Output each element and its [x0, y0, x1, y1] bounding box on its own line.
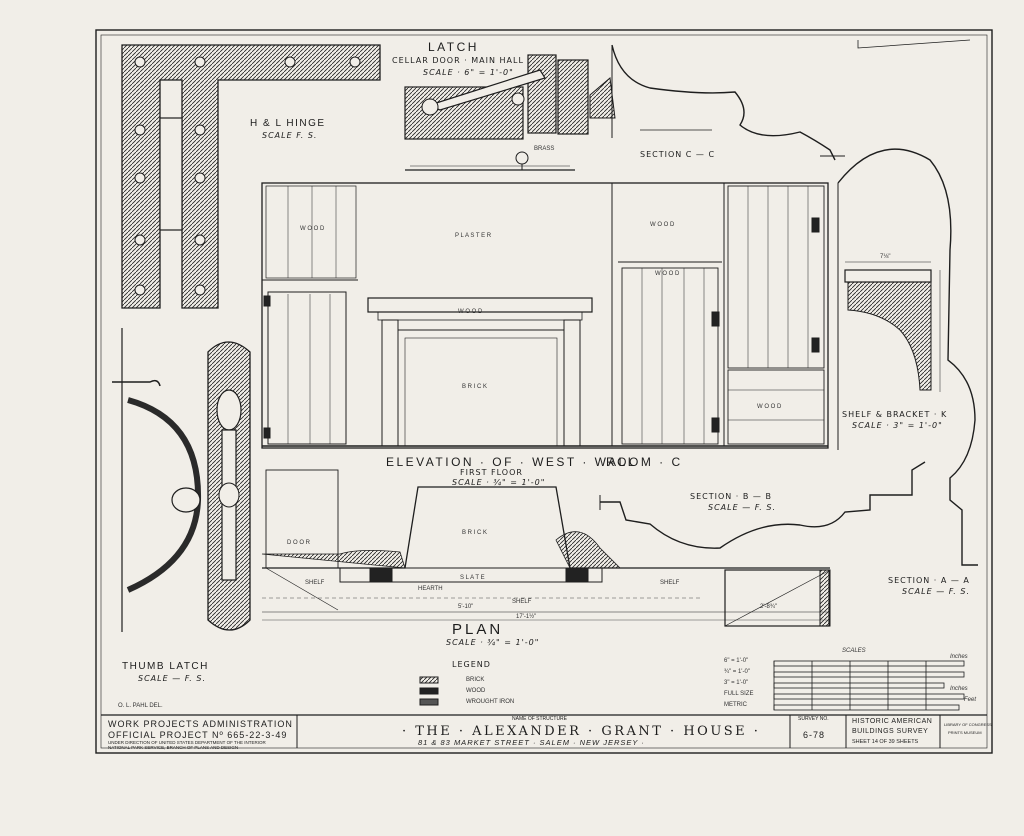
elevation-title: ELEVATION · OF · WEST · WALL: [386, 455, 637, 469]
section-aa-label: SECTION · A — A: [888, 576, 970, 585]
elevation-scale: SCALE · ¾" = 1'-0": [452, 478, 546, 487]
west-wall-elevation: [261, 182, 829, 449]
hinge-scale: SCALE F. S.: [262, 131, 318, 140]
feet-label: Feet: [964, 697, 977, 703]
section-bb-scale: SCALE — F. S.: [708, 503, 777, 512]
legend-title: LEGEND: [452, 660, 491, 669]
scale-bars: [773, 660, 965, 711]
hearth-label: HEARTH: [418, 586, 443, 592]
section-aa-drawing: [837, 148, 978, 566]
slate-label: S L A T E: [460, 575, 485, 581]
section-bb-drawing: [599, 461, 926, 549]
hinge-title: H & L HINGE: [250, 118, 326, 129]
wood-label-panel: W O O D: [655, 271, 680, 277]
legend-wood: WOOD: [466, 688, 486, 694]
latch-subtitle: CELLAR DOOR · MAIN HALL: [392, 56, 524, 65]
first-floor-label: FIRST FLOOR: [460, 468, 523, 477]
total-dimension: 17'-1½": [516, 614, 537, 620]
park-service-line: NATIONAL PARK SERVICE, BRANCH OF PLANS A…: [108, 745, 239, 750]
shelf-bracket-scale: SCALE · 3" = 1'-0": [852, 421, 943, 430]
shelf-bracket-title: SHELF & BRACKET · K: [842, 410, 948, 419]
wpa-title: WORK PROJECTS ADMINISTRATION: [108, 719, 293, 729]
shelf-label-c: SHELF: [660, 580, 680, 586]
project-number: OFFICIAL PROJECT Nº 665-22-3-49: [108, 730, 288, 740]
sheet-number: SHEET 14 OF 39 SHEETS: [852, 739, 919, 745]
delineator: O. L. PAHL DEL.: [118, 703, 163, 709]
room-label: ROOM · C: [606, 455, 683, 469]
thumb-latch-scale: SCALE — F. S.: [138, 674, 207, 683]
wood-label-right: W O O D: [650, 222, 675, 228]
shelf-bracket-drawing: [844, 261, 941, 392]
section-cc-drawing: [611, 44, 845, 161]
scale-row-1: 6" = 1'-0": [724, 658, 749, 664]
habs-line-1: HISTORIC AMERICAN: [852, 718, 933, 725]
section-cc-label: SECTION C — C: [640, 150, 716, 159]
brass-note: BRASS: [534, 146, 555, 152]
floor-plan-drawing: [261, 469, 831, 627]
structure-name-label: NAME OF STRUCTURE: [512, 716, 567, 722]
brick-label-plan: B R I C K: [462, 530, 488, 536]
library-line-2: PRINTS MUSEUM: [948, 730, 982, 735]
plan-title: PLAN: [452, 621, 504, 638]
plan-scale: SCALE · ¾" = 1'-0": [446, 638, 540, 647]
latch-scale: SCALE · 6" = 1'-0": [423, 68, 514, 77]
survey-number: 6-78: [803, 730, 826, 740]
door-label: D O O R: [287, 540, 311, 546]
scale-row-5: METRIC: [724, 702, 747, 708]
section-aa-scale: SCALE — F. S.: [902, 587, 971, 596]
hl-hinge-drawing: [121, 44, 381, 309]
legend-swatches: [419, 676, 439, 706]
scale-row-4: FULL SIZE: [724, 691, 754, 697]
brick-label-fireplace: B R I C K: [462, 384, 488, 390]
wood-label-low: W O O D: [757, 404, 782, 410]
plaster-label: P L A S T E R: [455, 233, 492, 239]
department-line: UNDER DIRECTION OF UNITED STATES DEPARTM…: [108, 740, 266, 745]
shelf-dimension: 7⅛": [880, 254, 891, 260]
right-dimension: 2'-8¾": [760, 604, 777, 610]
inches-label-b: Inches: [950, 686, 968, 692]
survey-number-label: SURVEY NO.: [798, 716, 829, 722]
section-bb-label: SECTION · B — B: [690, 492, 772, 501]
thumb-latch-drawing: [112, 328, 251, 632]
scale-row-2: ¾" = 1'-0": [724, 669, 750, 675]
thumb-latch-title: THUMB LATCH: [122, 661, 209, 672]
legend-brick: BRICK: [466, 677, 485, 683]
fireplace-dimension: 5'-10": [458, 604, 474, 610]
wood-label-top: W O O D: [300, 226, 325, 232]
structure-name: · THE · ALEXANDER · GRANT · HOUSE ·: [402, 724, 761, 739]
inner-border: [100, 34, 988, 749]
latch-title: LATCH: [428, 40, 479, 54]
latch-drawing: [404, 54, 616, 171]
inches-label-a: Inches: [950, 654, 968, 660]
wood-label-mantel: W O O D: [458, 309, 483, 315]
outer-border: [95, 29, 993, 754]
library-line-1: LIBRARY OF CONGRESS: [944, 722, 992, 727]
legend-wrought-iron: WROUGHT IRON: [466, 699, 515, 705]
scales-title: SCALES: [842, 648, 866, 654]
shelf-label-a: SHELF: [305, 580, 325, 586]
structure-address: 81 & 83 MARKET STREET · SALEM · NEW JERS…: [418, 738, 645, 747]
habs-line-2: BUILDINGS SURVEY: [852, 728, 929, 735]
scale-row-3: 3" = 1'-0": [724, 680, 749, 686]
shelf-label-b: SHELF: [512, 599, 532, 605]
